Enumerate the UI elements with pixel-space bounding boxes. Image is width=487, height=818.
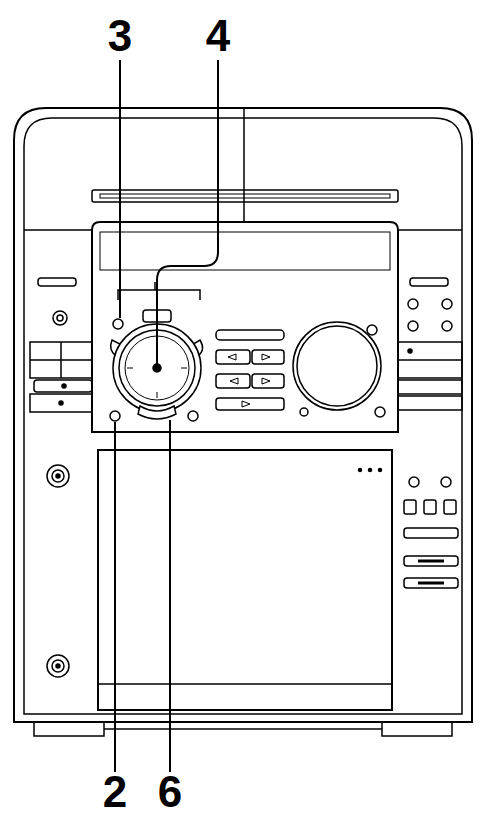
callout-number: 3 — [108, 14, 132, 58]
callout-number: 2 — [103, 770, 127, 814]
callout-number: 4 — [206, 14, 230, 58]
callout-number: 6 — [158, 770, 182, 814]
